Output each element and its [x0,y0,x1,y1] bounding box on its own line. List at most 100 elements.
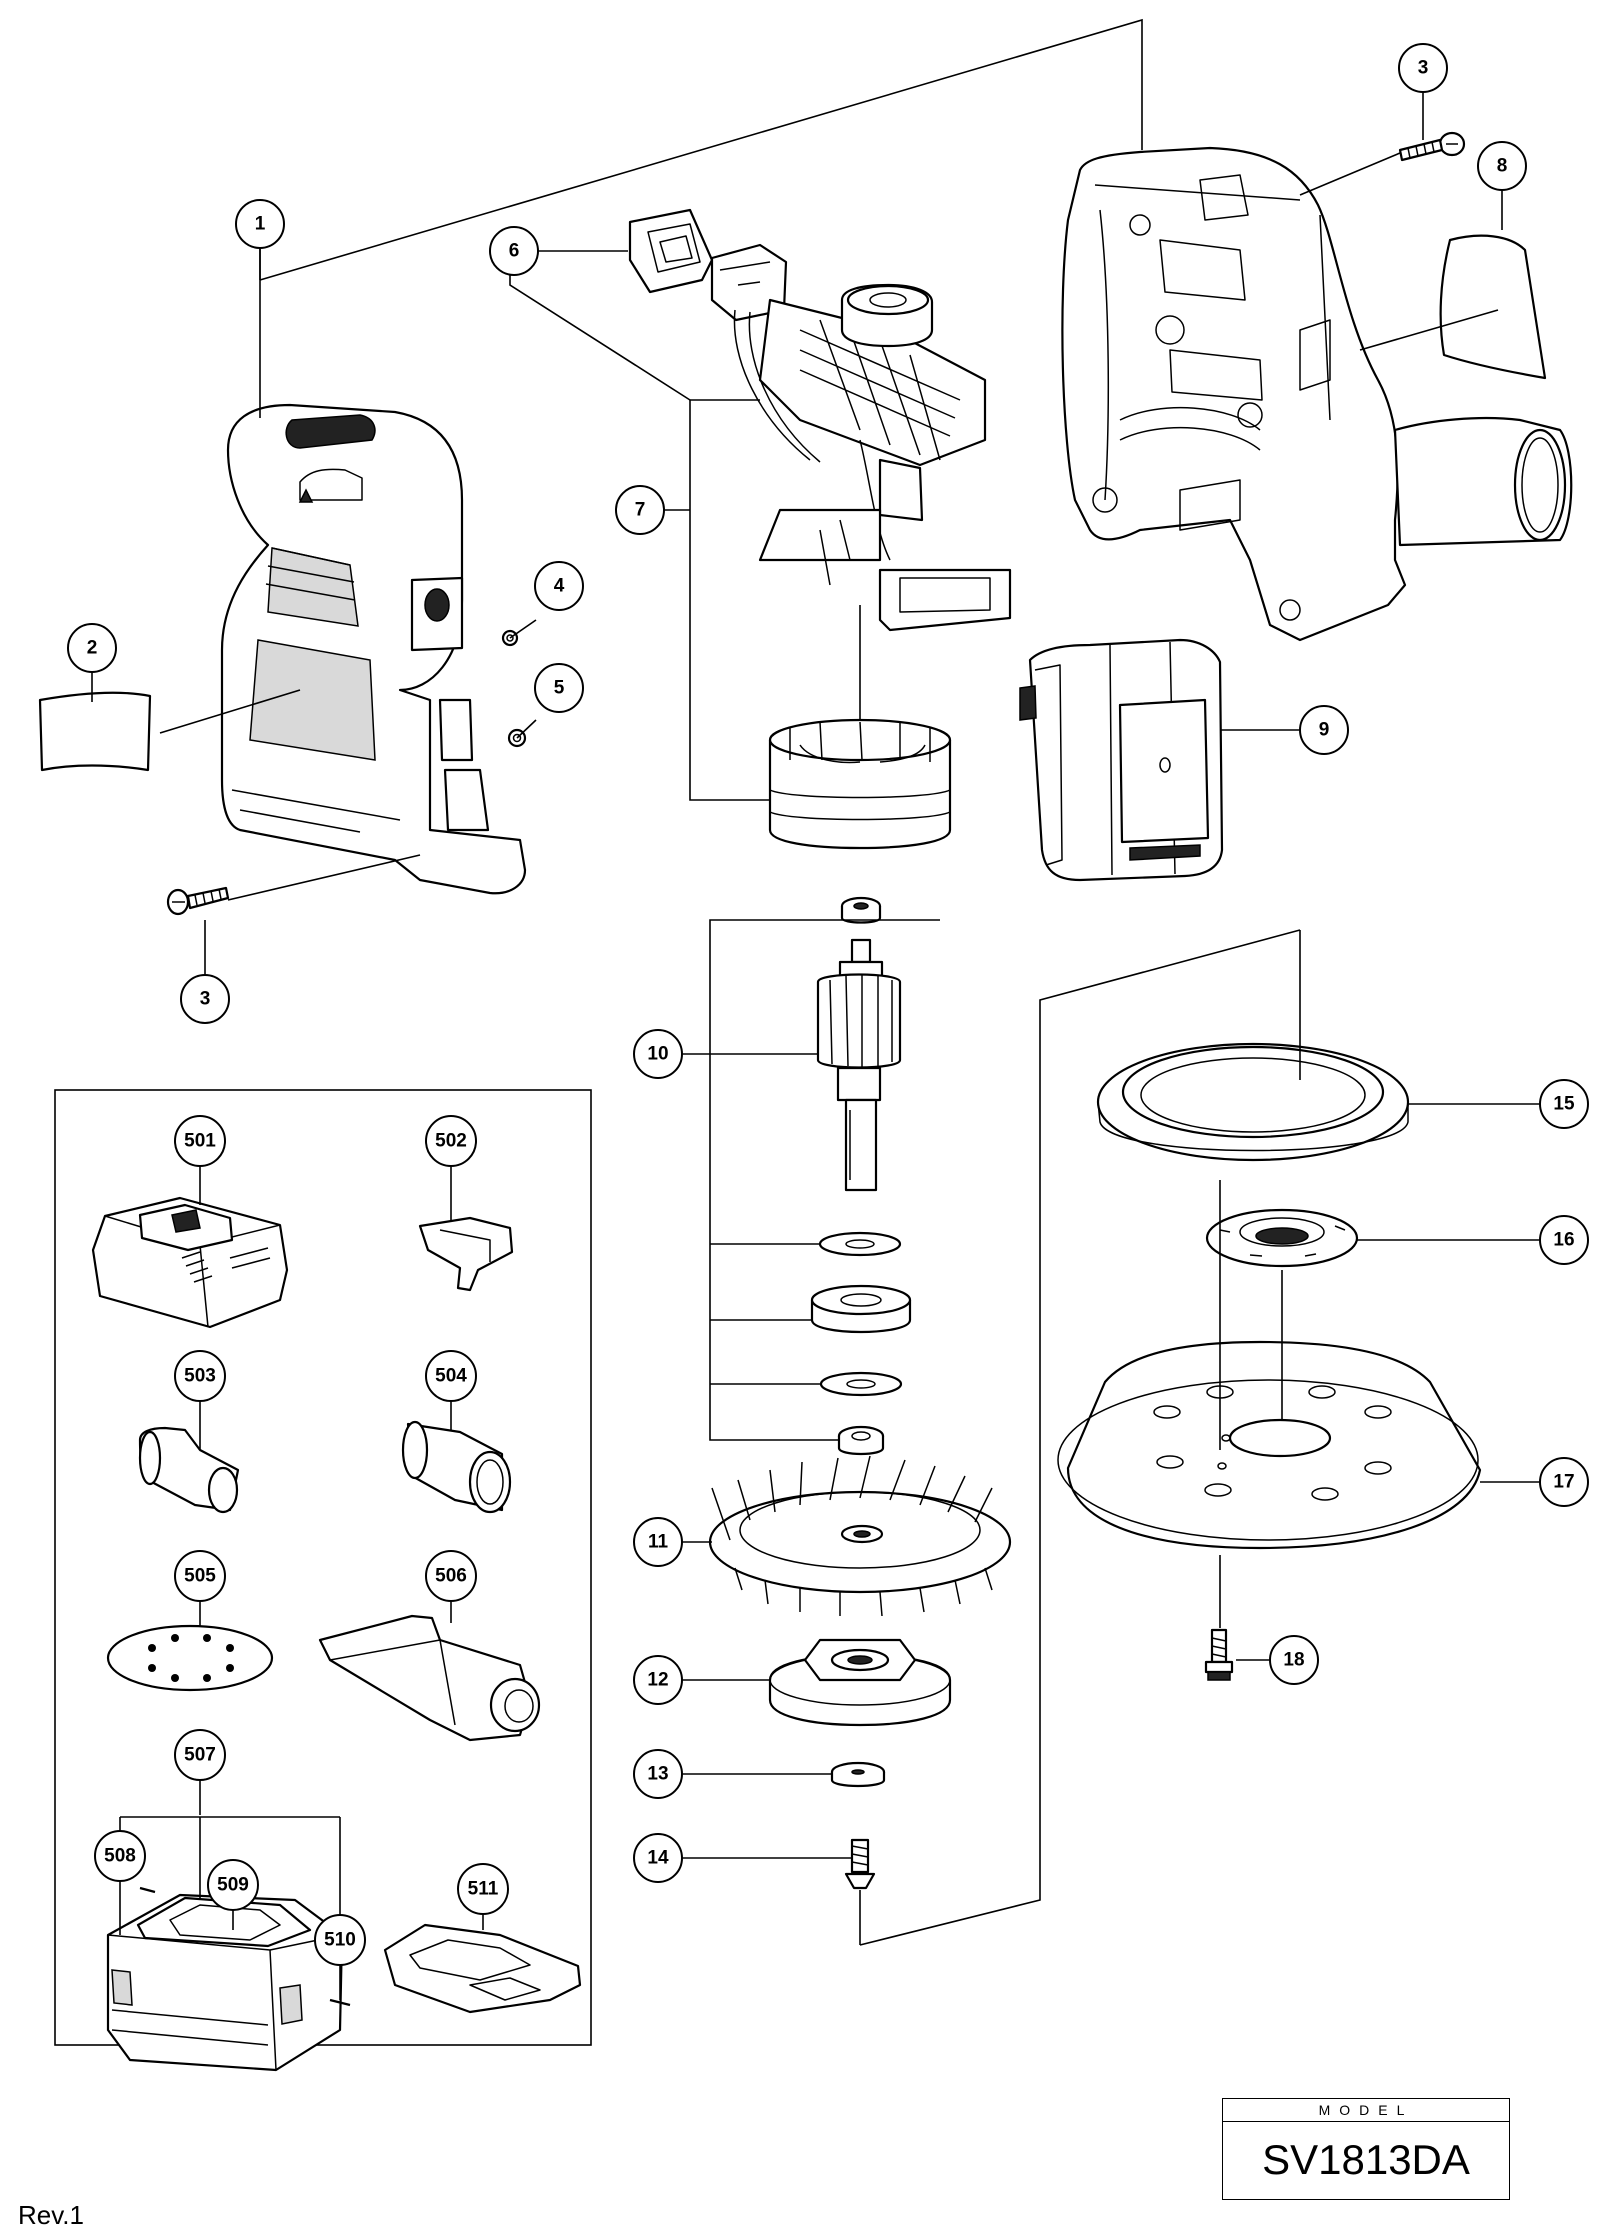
ball-bearing-part [840,896,882,924]
svg-text:504: 504 [435,1366,467,1387]
callout-508: 508 [94,1830,146,1882]
brake-ring-part [1205,1208,1359,1268]
label-part [1439,234,1547,380]
dust-box-part [318,1614,541,1742]
left-housing-part [220,403,527,895]
callout-12: 12 [633,1655,683,1705]
callout-18: 18 [1269,1635,1319,1685]
hose-adapter-part [401,1420,512,1514]
belt-hook-part [418,1216,514,1292]
callout-510: 510 [314,1914,366,1966]
svg-text:16: 16 [1553,1230,1574,1251]
callout-503: 503 [174,1350,226,1402]
callout-2: 2 [67,623,117,673]
switch-boot-part [628,208,714,294]
dust-seal-ring-part [1096,1042,1410,1162]
model-caption: MODEL [1223,2099,1509,2122]
callout-9: 9 [1299,705,1349,755]
svg-text:506: 506 [435,1566,467,1587]
svg-text:3: 3 [200,989,211,1010]
callout-504: 504 [425,1350,477,1402]
callout-506: 506 [425,1550,477,1602]
callout-1: 1 [235,199,285,249]
screw-part [1204,1628,1234,1681]
svg-text:502: 502 [435,1131,467,1152]
stator-part [768,718,952,850]
callout-13: 13 [633,1749,683,1799]
svg-text:13: 13 [647,1764,668,1785]
washer-part [818,1231,902,1257]
callout-group: 1 2 3 3 4 5 6 7 8 9 10 11 12 13 14 15 16… [67,43,1589,1966]
tapping-screw-part [166,886,230,916]
battery-part [1019,638,1224,882]
model-number: SV1813DA [1262,2136,1470,2183]
svg-text:12: 12 [647,1670,668,1691]
svg-text:18: 18 [1283,1650,1304,1671]
inner-tray-part [383,1923,582,2014]
carrying-case-part [106,1893,344,2072]
svg-text:1: 1 [255,214,266,235]
svg-text:7: 7 [635,500,646,521]
right-housing-part [1061,146,1573,642]
svg-text:8: 8 [1497,156,1508,177]
svg-text:507: 507 [184,1745,216,1766]
fan-part [708,1455,1012,1617]
pin-part [139,1886,351,2007]
model-box: MODEL SV1813DA [1222,2098,1510,2200]
svg-text:501: 501 [184,1131,216,1152]
sanding-pad-part [1057,1340,1482,1550]
svg-text:2: 2 [87,638,98,659]
callout-5: 5 [534,663,584,713]
callout-505: 505 [174,1550,226,1602]
ball-bearing-part [837,1425,885,1456]
callout-3: 3 [1398,43,1448,93]
callout-507: 507 [174,1729,226,1781]
ball-bearing-part [810,1284,912,1334]
svg-text:17: 17 [1553,1472,1574,1493]
callout-11: 11 [633,1517,683,1567]
callout-15: 15 [1539,1079,1589,1129]
svg-text:15: 15 [1553,1094,1575,1115]
callout-17: 17 [1539,1457,1589,1507]
callout-501: 501 [174,1115,226,1167]
holder-part [768,1638,952,1727]
callout-502: 502 [425,1115,477,1167]
svg-text:9: 9 [1319,720,1330,741]
svg-text:505: 505 [184,1566,216,1587]
svg-text:509: 509 [217,1875,249,1896]
charger-part [91,1196,289,1329]
sanding-paper-part [106,1624,274,1692]
washer-part [819,1371,903,1397]
revision-label: Rev.1 [18,2200,84,2230]
callout-509: 509 [207,1859,259,1911]
svg-text:503: 503 [184,1366,216,1387]
svg-text:14: 14 [647,1848,669,1869]
svg-text:10: 10 [647,1044,668,1065]
svg-text:11: 11 [648,1532,669,1553]
label-part [38,691,152,772]
hose-adapter-part [138,1426,240,1514]
leader-lines [91,93,1540,2000]
callout-10: 10 [633,1029,683,1079]
callout-16: 16 [1539,1215,1589,1265]
callout-14: 14 [633,1833,683,1883]
controller-assembly-part [710,243,1012,632]
washer-part [830,1761,886,1788]
svg-text:511: 511 [468,1879,499,1900]
svg-text:3: 3 [1418,58,1429,79]
svg-text:508: 508 [104,1846,136,1867]
svg-text:510: 510 [324,1930,356,1951]
callout-6: 6 [489,226,539,276]
callout-3: 3 [180,974,230,1024]
svg-text:4: 4 [554,576,565,597]
callout-7: 7 [615,485,665,535]
accessories-panel [54,1089,592,2046]
callout-4: 4 [534,561,584,611]
flat-head-screw-part [844,1838,876,1890]
tapping-screw-part [1398,131,1466,162]
callout-8: 8 [1477,141,1527,191]
svg-text:6: 6 [509,241,520,262]
callout-511: 511 [457,1863,509,1915]
svg-text:5: 5 [554,678,565,699]
